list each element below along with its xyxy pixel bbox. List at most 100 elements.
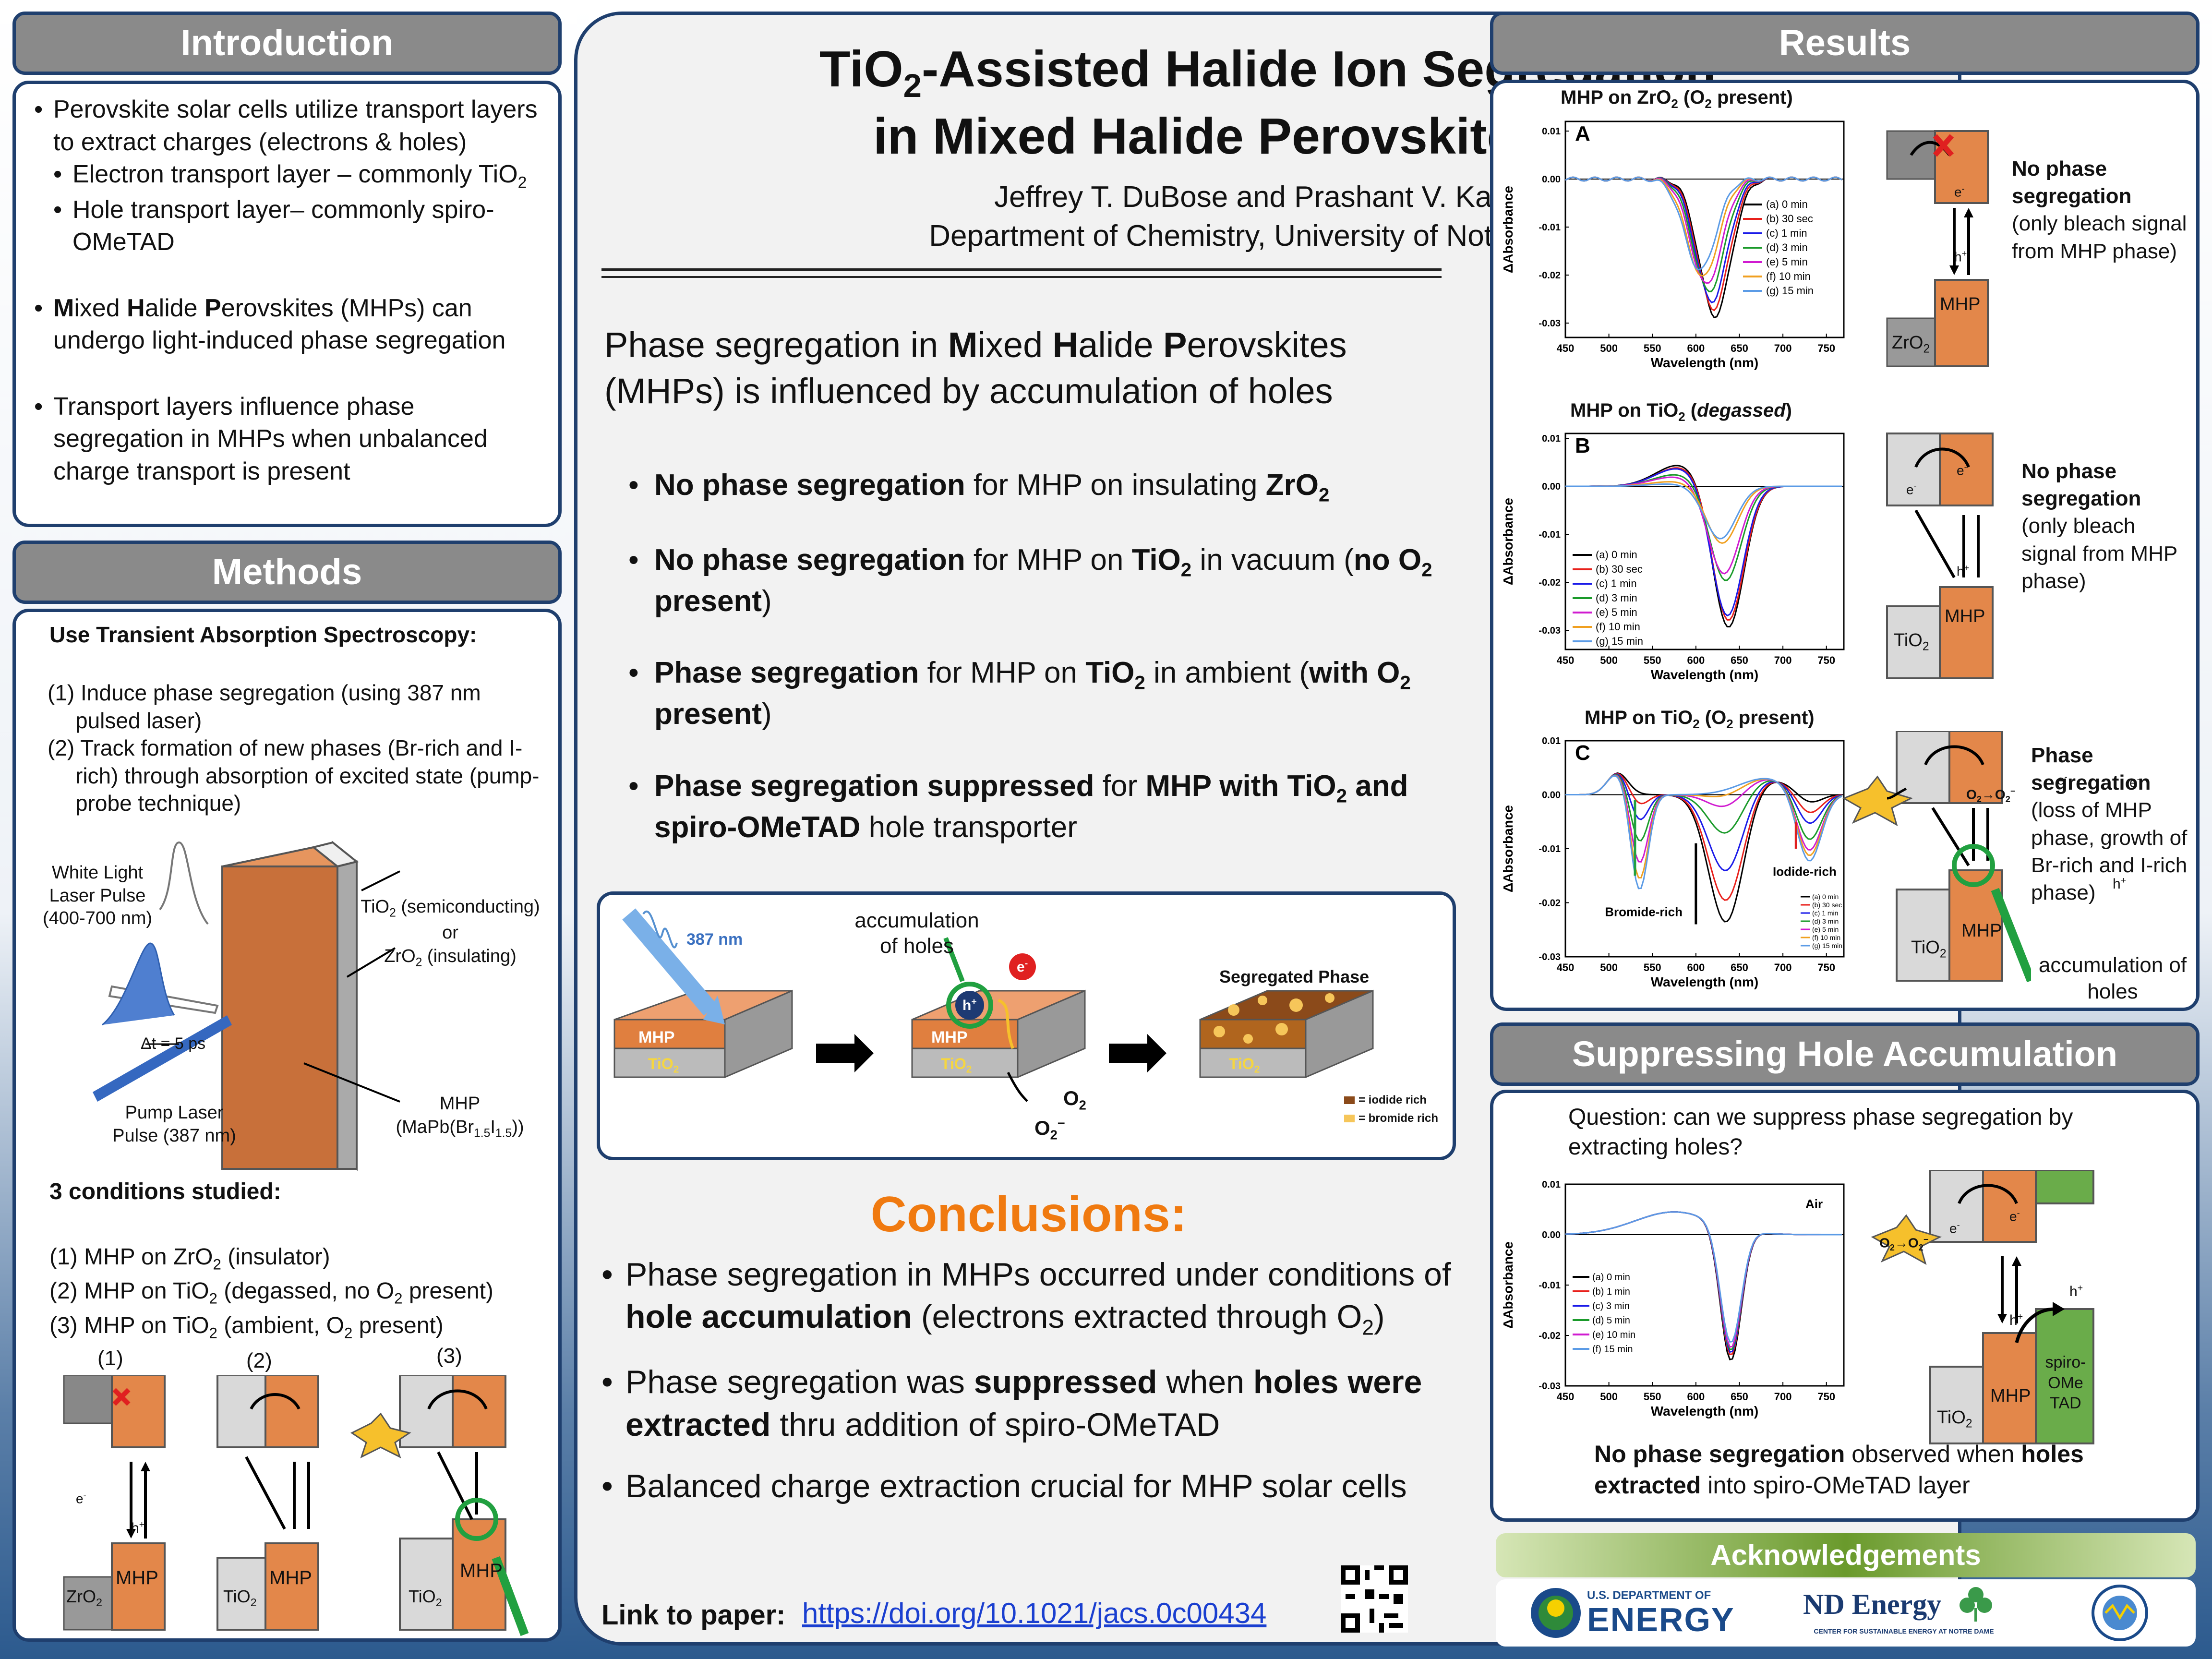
y-tick-label: -0.03 — [1539, 1381, 1561, 1392]
delta-t-label: Δt = 5 ps — [141, 1034, 206, 1053]
spiro-diagram-mhp: MHP — [1990, 1386, 2031, 1406]
legend-iodide: = iodide rich — [1358, 1094, 1427, 1106]
qr-code-icon[interactable] — [1341, 1565, 1408, 1633]
diagram-1-mhp: MHP — [116, 1567, 158, 1588]
doe-line-1: U.S. DEPARTMENT OF — [1587, 1589, 1711, 1602]
condition-3: (3) MHP on TiO2 (ambient, O2 present) — [49, 1312, 444, 1342]
x-tick-label: 500 — [1600, 962, 1618, 974]
doe-line-2: ENERGY — [1587, 1601, 1735, 1638]
x-tick-label: 750 — [1817, 654, 1835, 666]
y-tick-label: 0.01 — [1542, 433, 1561, 444]
energy-diagram-a — [1886, 130, 1989, 367]
doe-seal-icon — [1531, 1588, 1581, 1638]
legend-label: (a) 0 min — [1592, 1272, 1630, 1283]
x-tick-label: 750 — [1817, 1391, 1835, 1403]
bromide-label: Bromide-rich — [1605, 905, 1683, 919]
legend-label: (g) 15 min — [1596, 635, 1643, 647]
methods-step-1: (1) Induce phase segregation (using 387 … — [48, 680, 481, 733]
series-line-6 — [1565, 176, 1843, 271]
chart-b-title: MHP on TiO2 (degassed) — [1570, 400, 1792, 424]
legend-label: (c) 3 min — [1592, 1301, 1630, 1311]
intro-bullet-2: Mixed Halide Perovskites (MHPs) can unde… — [30, 292, 549, 357]
y-tick-label: 0.01 — [1542, 736, 1561, 746]
diagram-3-tio2: TiO2 — [409, 1587, 442, 1609]
condition-2: (2) MHP on TiO2 (degassed, no O2 present… — [49, 1278, 493, 1307]
x-tick-label: 450 — [1557, 1391, 1575, 1403]
mhp-formula: (MaPb(Br1.5I1.5)) — [396, 1117, 524, 1140]
chart-c-title: MHP on TiO2 (O2 present) — [1585, 707, 1815, 731]
x-tick-label: 600 — [1687, 342, 1705, 354]
diagram-c-tio2: TiO2 — [1911, 938, 1947, 961]
y-tick-label: -0.03 — [1539, 318, 1561, 329]
legend-label: (a) 0 min — [1766, 198, 1808, 210]
conclusion-1: Phase segregation in MHPs occurred under… — [597, 1253, 1466, 1342]
note-b: No phase segregation(only bleach signal … — [2021, 459, 2177, 593]
scheme-mhp-1: MHP — [638, 1028, 675, 1046]
legend-label: (c) 1 min — [1596, 577, 1637, 589]
y-axis-label: ΔAbsorbance — [1501, 1241, 1515, 1329]
x-tick-label: 500 — [1600, 342, 1618, 354]
legend-label: (c) 1 min — [1766, 227, 1807, 239]
y-axis-label: ΔAbsorbance — [1501, 498, 1515, 585]
suppress-question: Question: can we suppress phase segregat… — [1568, 1105, 2073, 1160]
y-tick-label: 0.00 — [1542, 790, 1561, 801]
nd-energy-sub: CENTER FOR SUSTAINABLE ENERGY AT NOTRE D… — [1814, 1627, 1994, 1635]
conditions-heading: 3 conditions studied: — [49, 1179, 281, 1204]
plot-frame — [1564, 1183, 1845, 1387]
intro-bullet-1b: Hole transport layer– commonly spiro-OMe… — [49, 194, 549, 259]
x-axis-label: Wavelength (nm) — [1651, 355, 1759, 370]
note-a: No phase segregation(only bleach signal … — [2012, 157, 2187, 263]
y-tick-label: -0.01 — [1539, 844, 1561, 854]
legend-label: (b) 1 min — [1592, 1286, 1630, 1297]
plot-frame — [1564, 120, 1845, 338]
intro-header: Introduction — [12, 12, 562, 75]
legend-label: (b) 30 sec — [1766, 213, 1813, 225]
legend-label: (d) 3 min — [1766, 241, 1808, 253]
energy-diagram-b — [1886, 433, 1994, 679]
diagram-3-label: (3) — [436, 1344, 462, 1368]
suppress-header: Suppressing Hole Accumulation — [1490, 1022, 2200, 1086]
scheme-tio2-1: TiO2 — [648, 1055, 679, 1075]
spiro-diagram-tio2: TiO2 — [1937, 1407, 1972, 1431]
tio2-layer-label: TiO2 (semiconducting) — [361, 897, 540, 920]
paper-link[interactable]: https://doi.org/10.1021/jacs.0c00434 — [802, 1597, 1267, 1629]
energy-diagrams-methods — [63, 1375, 529, 1636]
suppress-result: No phase segregation observed when holes… — [1594, 1441, 2084, 1499]
y-tick-label: -0.02 — [1539, 898, 1561, 909]
x-tick-label: 600 — [1687, 1391, 1705, 1403]
x-tick-label: 550 — [1644, 962, 1661, 974]
intro-panel: Perovskite solar cells utilize transport… — [12, 81, 562, 527]
x-axis-label: Wavelength (nm) — [1651, 1404, 1759, 1419]
series-line-2 — [1565, 773, 1842, 872]
diagram-a-mhp: MHP — [1940, 294, 1981, 314]
conclusions-header: Conclusions: — [870, 1187, 1187, 1242]
x-tick-label: 700 — [1774, 654, 1792, 666]
y-tick-label: -0.03 — [1539, 952, 1561, 962]
x-tick-label: 450 — [1557, 342, 1575, 354]
x-axis-label: Wavelength (nm) — [1651, 974, 1759, 989]
methods-panel: Use Transient Absorption Spectroscopy: (… — [12, 609, 562, 1642]
finding-3: Phase segregation for MHP on TiO2 in amb… — [621, 654, 1446, 733]
c-accumulation-label: accumulation of holes — [2038, 953, 2187, 1003]
finding-2: No phase segregation for MHP on TiO2 in … — [621, 541, 1446, 620]
scheme-o2: O2 — [1063, 1087, 1086, 1113]
finding-1: No phase segregation for MHP on insulati… — [621, 466, 1446, 507]
methods-header: Methods — [12, 541, 562, 604]
x-tick-label: 450 — [1557, 654, 1575, 666]
diagram-c-mhp: MHP — [1961, 921, 2002, 941]
x-tick-label: 500 — [1600, 654, 1618, 666]
diagram-3-mhp: MHP — [460, 1560, 503, 1581]
air-label: Air — [1805, 1197, 1823, 1211]
legend-label: (g) 15 min — [1812, 942, 1842, 950]
y-axis-label: ΔAbsorbance — [1501, 805, 1515, 892]
y-tick-label: -0.01 — [1539, 222, 1561, 233]
legend-label: (f) 10 min — [1812, 934, 1840, 941]
x-tick-label: 550 — [1644, 654, 1661, 666]
y-tick-label: -0.01 — [1539, 1280, 1561, 1291]
radiation-lab-seal-icon — [2092, 1585, 2148, 1641]
